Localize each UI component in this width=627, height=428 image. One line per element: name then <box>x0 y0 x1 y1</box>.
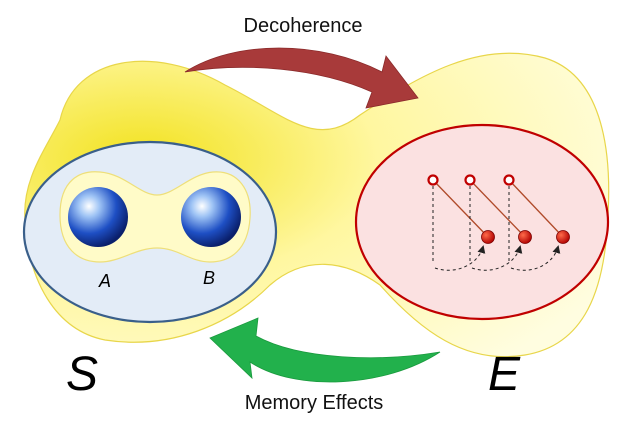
pendulum-1-rod <box>432 179 489 238</box>
pendulum-2-pivot <box>464 174 476 186</box>
pendulum-1-pivot <box>427 174 439 186</box>
memory-effects-arrow <box>209 317 441 383</box>
qubit-b-label: B <box>203 268 215 288</box>
qubit-b-sphere <box>181 187 241 247</box>
pendulum-3-bob <box>556 230 570 244</box>
qubit-a-label: A <box>98 271 111 291</box>
pendulum-3-rod <box>508 179 564 238</box>
decoherence-arrow <box>184 47 419 109</box>
qubit-a-sphere <box>68 187 128 247</box>
system-label: S <box>66 348 98 401</box>
memory-effects-label: Memory Effects <box>245 392 384 414</box>
pendulum-2 <box>464 174 532 271</box>
environment-ellipse <box>354 123 610 321</box>
pendulum-2-bob <box>518 230 532 244</box>
pendulum-1-arc <box>434 245 486 271</box>
pendulum-3 <box>503 174 570 271</box>
pendulum-2-rod <box>469 179 526 238</box>
pendulum-1-bob <box>481 230 495 244</box>
pendulum-group <box>427 174 570 271</box>
pendulum-3-pivot <box>503 174 515 186</box>
pendulum-1 <box>427 174 495 271</box>
environment-label: E <box>488 348 521 401</box>
decoherence-label: Decoherence <box>244 15 363 37</box>
pendulum-2-arc <box>471 245 523 271</box>
